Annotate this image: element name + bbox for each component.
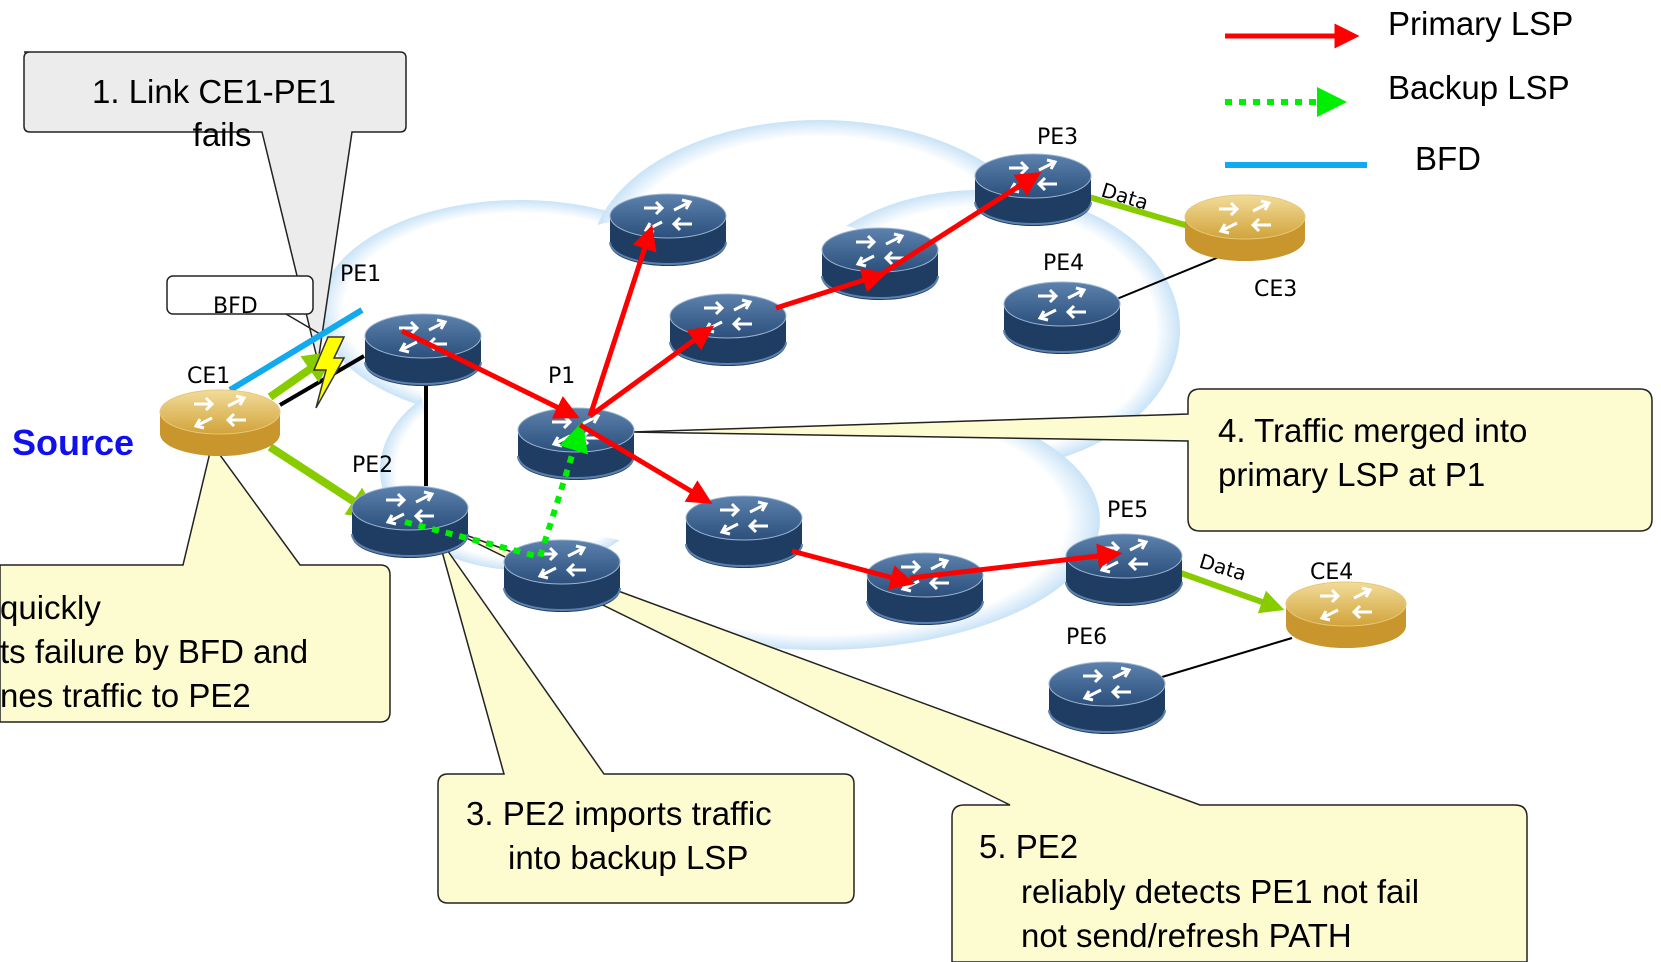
router-pe6-icon	[1047, 660, 1167, 736]
callout-3-shape	[437, 536, 855, 904]
router-pe1-icon	[363, 312, 483, 388]
access-ce1-pe2	[267, 443, 381, 519]
legend-backup-label: Backup LSP	[1388, 69, 1570, 106]
bfd-session-line	[228, 307, 364, 393]
label-pe2: PE2	[352, 453, 393, 478]
router-pe4-icon	[1002, 280, 1122, 356]
label-pe4: PE4	[1043, 251, 1084, 276]
bfd-tag-pointer	[285, 313, 321, 335]
callout-4-shape	[629, 388, 1653, 532]
callout-1-line-2: fails	[193, 116, 252, 153]
bfd-tag-box	[166, 275, 314, 315]
failure-lightning-icon	[312, 336, 346, 409]
callout-5-shape	[443, 526, 1528, 962]
legend-primary-label: Primary LSP	[1388, 5, 1573, 42]
backup-lsp-path	[404, 421, 588, 561]
legend-bfd-label: BFD	[1415, 140, 1481, 177]
callout-4-line-1: 4. Traffic merged into	[1218, 412, 1527, 449]
callout-5-line-3: not send/refresh PATH	[1021, 917, 1352, 954]
label-source: Source	[12, 422, 134, 463]
router-ce3-icon	[1183, 193, 1307, 263]
callout-4-line-2: primary LSP at P1	[1218, 456, 1485, 493]
label-ce1: CE1	[187, 364, 230, 389]
label-p1: P1	[548, 364, 575, 389]
legend: Primary LSP Backup LSP BFD	[1225, 5, 1573, 177]
router-pe3-icon	[973, 152, 1093, 228]
router-p2-icon	[502, 538, 622, 614]
label-ce3: CE3	[1254, 277, 1297, 302]
callout-3-line-2: into backup LSP	[508, 839, 748, 876]
label-pe5: PE5	[1107, 498, 1148, 523]
callout-1-line-1: 1. Link CE1-PE1	[92, 73, 336, 110]
callout-2-line-1: quickly	[0, 589, 101, 626]
router-p3-icon	[608, 192, 728, 268]
label-pe1: PE1	[340, 262, 381, 287]
link-pe6-ce4	[1151, 637, 1293, 681]
callout-5-line-2: reliably detects PE1 not fail	[1021, 873, 1419, 910]
label-pe6: PE6	[1066, 625, 1107, 650]
router-p7-icon	[865, 551, 985, 627]
router-pe5-icon	[1064, 532, 1184, 608]
router-ce4-icon	[1284, 580, 1408, 650]
label-bfd-tag: BFD	[213, 294, 258, 319]
label-ce4: CE4	[1310, 560, 1353, 585]
mpls-cloud	[320, 120, 1180, 650]
router-p6-icon	[684, 494, 804, 570]
callout-5-line-1: 5. PE2	[979, 828, 1078, 865]
primary-lsp-paths	[400, 171, 1123, 590]
router-p4-icon	[668, 292, 788, 368]
label-pe3: PE3	[1037, 125, 1078, 150]
callout-2-line-3: nes traffic to PE2	[0, 677, 251, 714]
callout-2-line-2: ts failure by BFD and	[0, 633, 308, 670]
callout-3-line-1: 3. PE2 imports traffic	[466, 795, 772, 832]
callout-2-shape	[0, 442, 391, 723]
router-ce1-icon	[158, 388, 282, 458]
